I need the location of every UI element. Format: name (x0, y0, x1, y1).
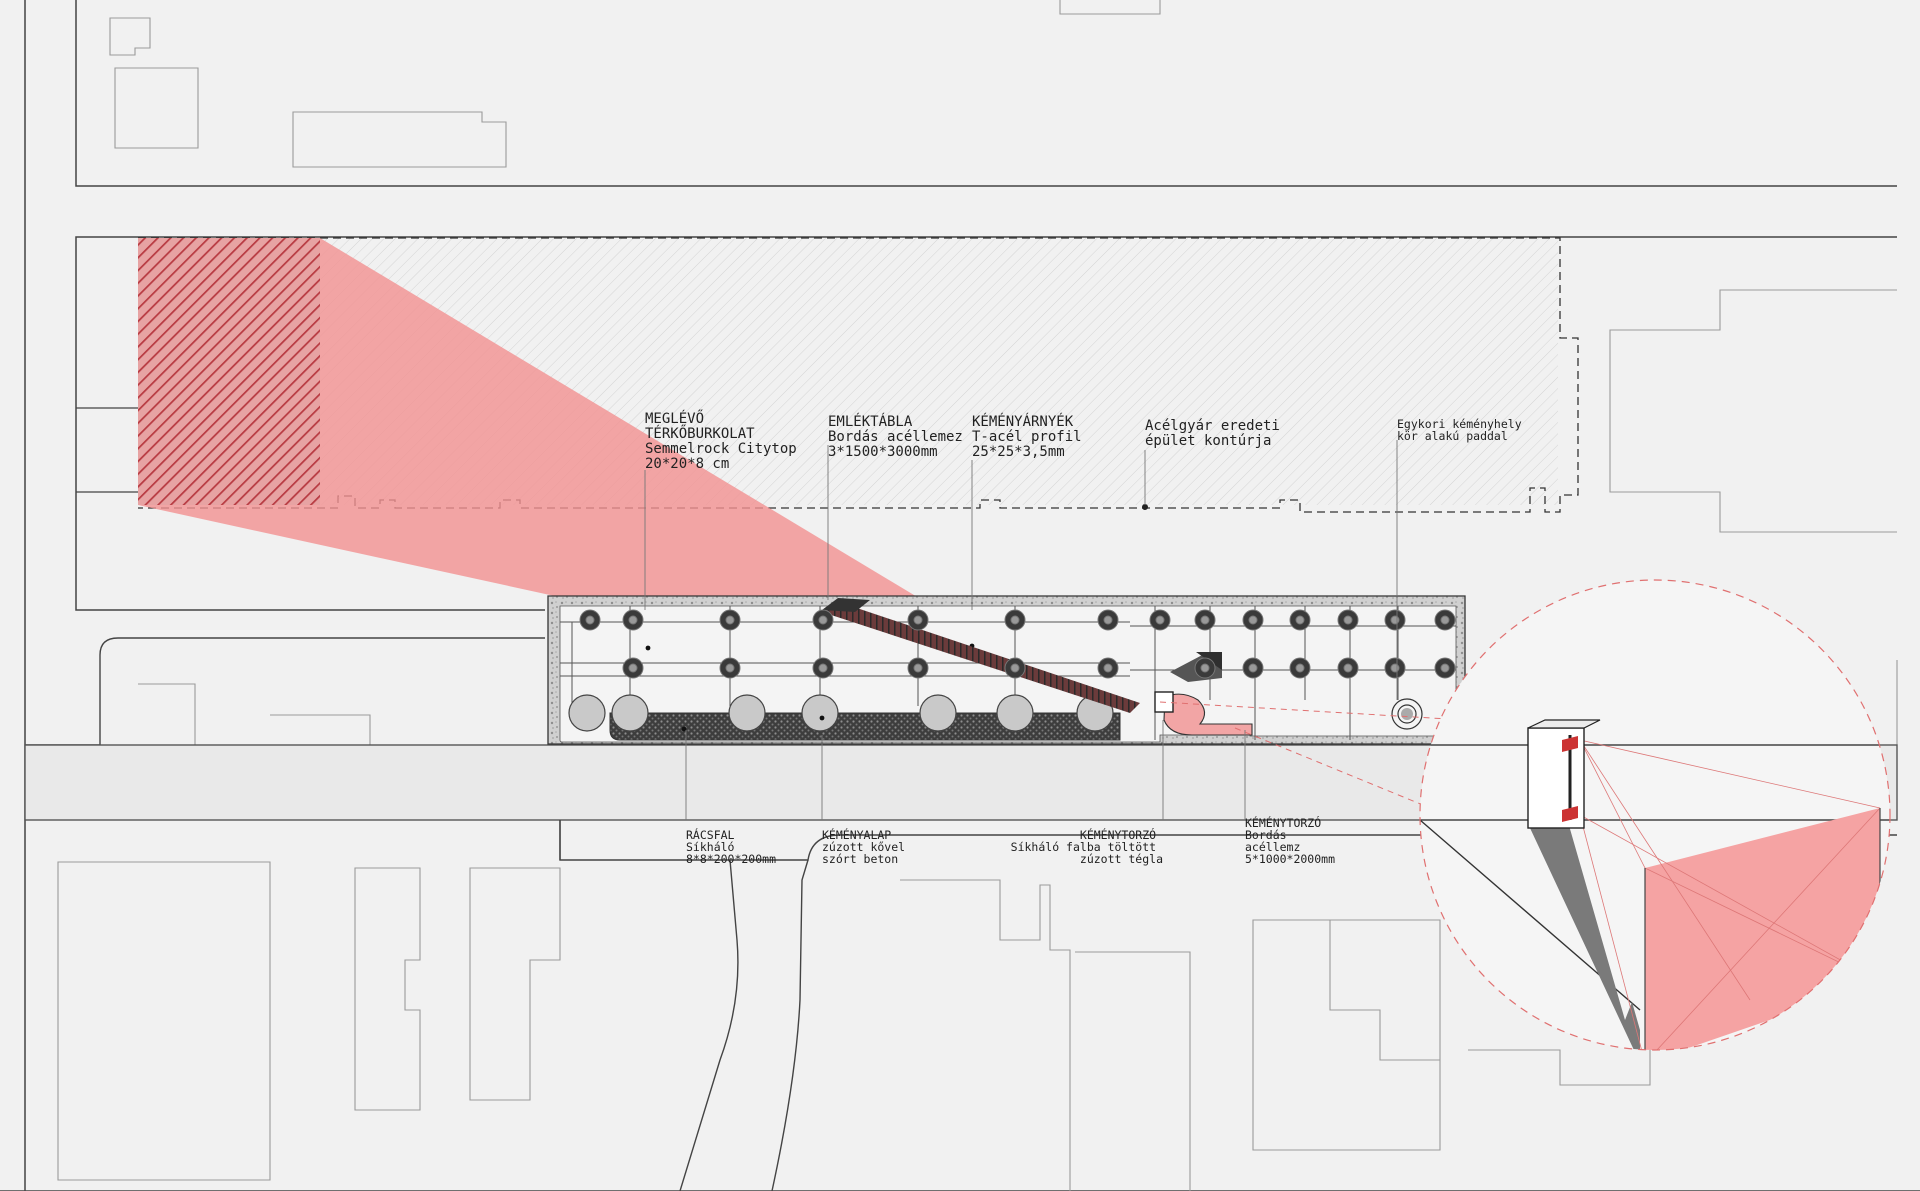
memorial-park (547, 595, 1466, 745)
lower-road (679, 859, 809, 1191)
bottom-buildings (57, 861, 1651, 1191)
label-memorial-plate: EMLÉKTÁBLA Bordás acéllemez 3*1500*3000m… (828, 413, 971, 460)
chimney-detail-lens (1419, 579, 1891, 1051)
label-chimney-location: Egykori kéményhely kör alakú paddal (1397, 417, 1529, 443)
label-paving: MEGLÉVŐ TÉRKŐBURKOLAT Semmelrock Citytop… (645, 409, 805, 472)
callout-labels-top: MEGLÉVŐ TÉRKŐBURKOLAT Semmelrock Citytop… (645, 409, 1529, 472)
callout-labels-bottom: RÁCSFAL Síkháló 8*8*200*200mm KÉMÉNYALAP… (686, 815, 1335, 866)
label-grid-wall: RÁCSFAL Síkháló 8*8*200*200mm (686, 827, 776, 866)
label-chimney-base: KÉMÉNYALAP zúzott kővel szórt beton (822, 827, 912, 866)
top-city-block (75, 0, 1897, 187)
round-bench (1391, 698, 1423, 730)
label-building-contour: Acélgyár eredeti épület kontúrja (1145, 418, 1288, 449)
leader-lines (644, 440, 1466, 820)
label-chimney-shadow: KÉMÉNYÁRNYÉK T-acél profil 25*25*3,5mm (972, 413, 1090, 460)
trees (579, 609, 1456, 679)
label-chimney-torso-brick: KÉMÉNYTORZÓ Síkháló falba töltött zúzott… (1011, 827, 1163, 866)
label-chimney-torso-steel: KÉMÉNYTORZÓ Bordás acéllemz 5*1000*2000m… (1245, 815, 1335, 866)
